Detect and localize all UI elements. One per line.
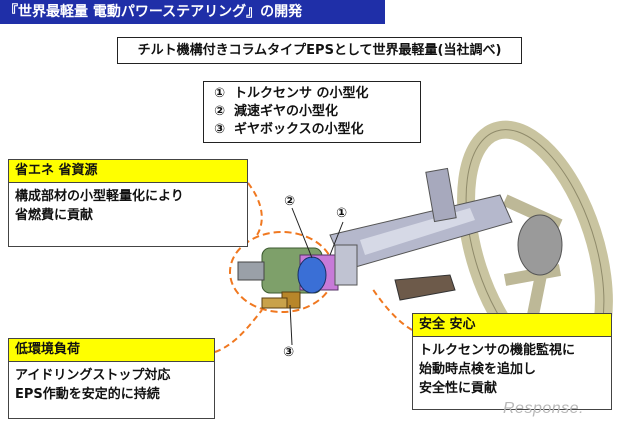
improvement-label: ギヤボックスの小型化 <box>234 122 364 137</box>
environment-card-line: EPS作動を安定的に持続 <box>15 387 160 402</box>
improvement-item-1: ① トルクセンサ の小型化 <box>214 85 410 103</box>
page-title: 『世界最軽量 電動パワーステアリング』の開発 <box>0 0 385 24</box>
environment-card-body: アイドリングストップ対応 EPS作動を安定的に持続 <box>9 362 214 408</box>
leader-1 <box>329 221 344 256</box>
safety-card-heading: 安全 安心 <box>413 314 611 337</box>
marker-1: ① <box>336 206 348 221</box>
steering-column <box>329 167 513 301</box>
improvement-number: ① <box>214 86 226 101</box>
environment-card: 低環境負荷 アイドリングストップ対応 EPS作動を安定的に持続 <box>8 338 215 419</box>
env-connector <box>214 309 263 353</box>
safety-connector <box>371 287 413 331</box>
eps-assembly <box>229 231 358 313</box>
eco-card-line: 省燃費に貢献 <box>15 208 94 223</box>
improvement-number: ③ <box>214 122 226 137</box>
eco-card-line: 構成部材の小型軽量化により <box>15 189 184 204</box>
leader-3 <box>289 304 293 346</box>
improvement-number: ② <box>214 104 226 119</box>
safety-card-body: トルクセンサの機能監視に 始動時点検を追加し 安全性に貢献 <box>413 337 611 402</box>
environment-card-heading: 低環境負荷 <box>9 339 214 362</box>
environment-card-line: アイドリングストップ対応 <box>15 368 171 383</box>
safety-card-line: 安全性に貢献 <box>419 381 498 396</box>
marker-2: ② <box>284 194 296 209</box>
eco-card: 省エネ 省資源 構成部材の小型軽量化により 省燃費に貢献 <box>8 159 248 247</box>
safety-card: 安全 安心 トルクセンサの機能監視に 始動時点検を追加し 安全性に貢献 <box>412 313 612 410</box>
improvement-label: トルクセンサ の小型化 <box>234 86 369 101</box>
eco-connector <box>247 182 263 239</box>
improvement-label: 減速ギヤの小型化 <box>234 104 339 119</box>
improvements-list: ① トルクセンサ の小型化 ② 減速ギヤの小型化 ③ ギヤボックスの小型化 <box>203 81 421 143</box>
safety-card-line: トルクセンサの機能監視に <box>419 343 576 358</box>
headline-box: チルト機構付きコラムタイプEPSとして世界最軽量(当社調べ) <box>117 37 522 64</box>
improvement-item-2: ② 減速ギヤの小型化 <box>214 103 410 121</box>
eco-card-heading: 省エネ 省資源 <box>9 160 247 183</box>
marker-3: ③ <box>283 345 295 360</box>
safety-card-line: 始動時点検を追加し <box>419 362 537 377</box>
leader-2 <box>291 207 313 259</box>
eco-card-body: 構成部材の小型軽量化により 省燃費に貢献 <box>9 183 247 229</box>
response-watermark: Response. <box>503 400 584 417</box>
improvement-item-3: ③ ギヤボックスの小型化 <box>214 121 410 139</box>
